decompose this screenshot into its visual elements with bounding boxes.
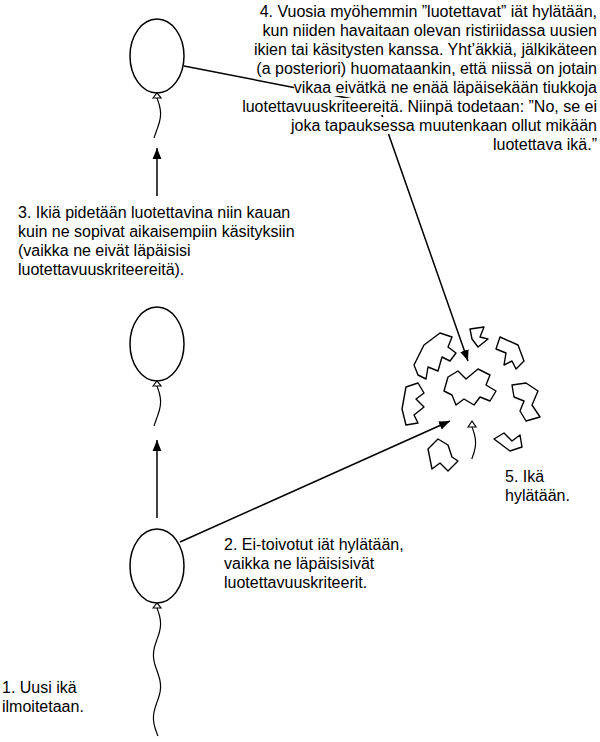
arrow-connector bbox=[156, 148, 158, 196]
step-text: 3. Ikiä pidetään luotettavina niin kauan… bbox=[18, 204, 295, 278]
arrow-connector bbox=[156, 440, 158, 518]
balloon-outline bbox=[128, 306, 186, 431]
arrow-connector bbox=[180, 421, 450, 542]
step-text-box: 5. Ikä hylätään. bbox=[505, 467, 580, 505]
balloon-body bbox=[130, 529, 184, 603]
step-text-box: 3. Ikiä pidetään luotettavina niin kauan… bbox=[18, 203, 310, 279]
balloon-outline bbox=[128, 18, 186, 140]
balloon-fragment bbox=[444, 369, 496, 405]
step-text: 5. Ikä hylätään. bbox=[505, 468, 570, 504]
balloon-outline bbox=[128, 528, 186, 742]
balloon-fragment bbox=[494, 433, 522, 451]
balloon-fragment bbox=[428, 439, 458, 471]
balloon-knot bbox=[468, 421, 476, 427]
balloon-body bbox=[130, 19, 184, 93]
balloon-body bbox=[130, 307, 184, 381]
balloon-fragment bbox=[402, 383, 424, 425]
balloon-string bbox=[154, 386, 161, 426]
balloon-string bbox=[153, 608, 160, 736]
burst-outline bbox=[400, 325, 550, 475]
balloon-fragment bbox=[496, 337, 524, 369]
balloon-knot bbox=[153, 381, 161, 386]
balloon-fragment bbox=[414, 333, 456, 379]
balloon: 1. Uusi ikä ilmoitetaan. bbox=[128, 528, 186, 742]
balloon: 4. Vuosia myöhemmin ”luotettavat” iät hy… bbox=[128, 18, 186, 140]
balloon: 3. Ikiä pidetään luotettavina niin kauan… bbox=[128, 306, 186, 431]
balloon-knot bbox=[153, 603, 161, 608]
step-text: 1. Uusi ikä ilmoitetaan. bbox=[2, 679, 84, 715]
step-text-box: 4. Vuosia myöhemmin ”luotettavat” iät hy… bbox=[241, 2, 597, 154]
burst-balloon: 5. Ikä hylätään. bbox=[400, 325, 550, 475]
step-text: 4. Vuosia myöhemmin ”luotettavat” iät hy… bbox=[242, 3, 597, 153]
step-text-box: 1. Uusi ikä ilmoitetaan. bbox=[2, 678, 117, 716]
balloon-fragment bbox=[512, 383, 540, 421]
balloon-fragment bbox=[470, 327, 488, 347]
balloon-knot bbox=[153, 93, 161, 98]
edge-label-box: 2. Ei-toivotut iät hylätään, vaikka ne l… bbox=[224, 535, 414, 592]
balloon-string bbox=[472, 427, 476, 459]
edge-label: 2. Ei-toivotut iät hylätään, vaikka ne l… bbox=[224, 536, 404, 591]
balloon-string bbox=[154, 98, 161, 138]
